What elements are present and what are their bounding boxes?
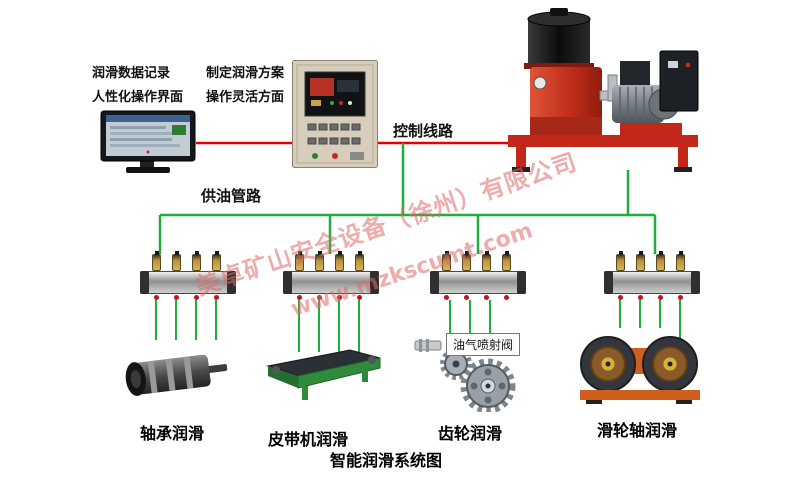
outlet-port bbox=[194, 295, 199, 300]
distributor-1 bbox=[140, 251, 236, 300]
distributor-body bbox=[430, 271, 526, 294]
distributor-cap bbox=[604, 271, 613, 294]
outlet-port bbox=[638, 295, 643, 300]
outlet-port bbox=[154, 295, 159, 300]
outlet-port bbox=[297, 295, 302, 300]
valve-label: 油气喷射阀 bbox=[446, 333, 521, 356]
injector-icon bbox=[462, 251, 471, 271]
injector-icon bbox=[355, 251, 364, 271]
grease-reservoir bbox=[528, 19, 590, 67]
distributor-4 bbox=[604, 251, 700, 300]
electrical-box bbox=[659, 50, 699, 112]
injector-icon bbox=[315, 251, 324, 271]
note-data-record: 润滑数据记录 bbox=[92, 66, 171, 81]
injector-icon bbox=[172, 251, 181, 271]
distributor-body bbox=[604, 271, 700, 294]
pump-base bbox=[508, 135, 698, 147]
distributor-2 bbox=[283, 251, 379, 300]
distributor-cap bbox=[691, 271, 700, 294]
electric-motor bbox=[612, 85, 664, 123]
conveyor-icon bbox=[266, 349, 381, 400]
control-cabinet-icon bbox=[292, 60, 378, 168]
distributor-cap bbox=[430, 271, 439, 294]
distributor-cap bbox=[227, 271, 236, 294]
gear-icon bbox=[440, 348, 516, 414]
injector-icon bbox=[442, 251, 451, 271]
distributor-cap bbox=[140, 271, 149, 294]
hmi-monitor-image bbox=[100, 110, 196, 180]
injector-icon bbox=[676, 251, 685, 271]
belt-label: 皮带机润滑 bbox=[268, 430, 349, 449]
outlet-port bbox=[618, 295, 623, 300]
bearing-image bbox=[122, 336, 232, 418]
control-line-label: 控制线路 bbox=[393, 122, 454, 140]
pulley-label: 滑轮轴润滑 bbox=[597, 421, 678, 440]
bearing-label: 轴承润滑 bbox=[140, 424, 205, 443]
outlet-port bbox=[678, 295, 683, 300]
outlet-port bbox=[357, 295, 362, 300]
injector-icon bbox=[335, 251, 344, 271]
outlet-port bbox=[337, 295, 342, 300]
injector-icon bbox=[212, 251, 221, 271]
oil-gas-injection-valve: 油气喷射阀 bbox=[414, 333, 521, 356]
distributor-3 bbox=[430, 251, 526, 300]
feed-lines bbox=[155, 300, 681, 368]
injector-icon bbox=[502, 251, 511, 271]
outlet-port bbox=[484, 295, 489, 300]
supply-line bbox=[158, 143, 657, 254]
outlet-port bbox=[464, 295, 469, 300]
injector-icon bbox=[482, 251, 491, 271]
pulley-shaft-image bbox=[576, 322, 704, 408]
note-make-plan: 制定润滑方案 bbox=[206, 66, 285, 81]
injector-icon bbox=[656, 251, 665, 271]
motor-junction-box bbox=[620, 61, 650, 85]
injector-icon bbox=[192, 251, 201, 271]
pulley-wheel bbox=[580, 336, 636, 392]
distributor-body bbox=[283, 271, 379, 294]
injector-icon bbox=[616, 251, 625, 271]
note-friendly-ui: 人性化操作界面 bbox=[92, 90, 184, 105]
outlet-port bbox=[317, 295, 322, 300]
outlet-port bbox=[444, 295, 449, 300]
distributor-body bbox=[140, 271, 236, 294]
outlet-port bbox=[658, 295, 663, 300]
pulley-icon bbox=[580, 336, 700, 404]
supply-line-label: 供油管路 bbox=[201, 187, 262, 205]
gears-image bbox=[436, 348, 520, 416]
note-flexible-operation: 操作灵活方面 bbox=[206, 90, 285, 105]
pump-icon bbox=[508, 8, 699, 172]
distributor-cap bbox=[283, 271, 292, 294]
outlet-port bbox=[504, 295, 509, 300]
injector-icon bbox=[152, 251, 161, 271]
outlet-port bbox=[174, 295, 179, 300]
outlet-port bbox=[214, 295, 219, 300]
injector-icon bbox=[636, 251, 645, 271]
valve-icon bbox=[414, 338, 442, 352]
diagram-title: 智能润滑系统图 bbox=[330, 451, 443, 470]
control-cabinet-image bbox=[292, 60, 378, 172]
belt-conveyor-image bbox=[262, 344, 384, 410]
pulley-wheel bbox=[642, 336, 698, 392]
gear-label: 齿轮润滑 bbox=[438, 424, 503, 443]
monitor-icon bbox=[100, 110, 196, 173]
injector-icon bbox=[295, 251, 304, 271]
distributor-cap bbox=[370, 271, 379, 294]
lubrication-pump-image bbox=[500, 5, 705, 179]
distributor-cap bbox=[517, 271, 526, 294]
bearing-icon bbox=[125, 354, 228, 396]
